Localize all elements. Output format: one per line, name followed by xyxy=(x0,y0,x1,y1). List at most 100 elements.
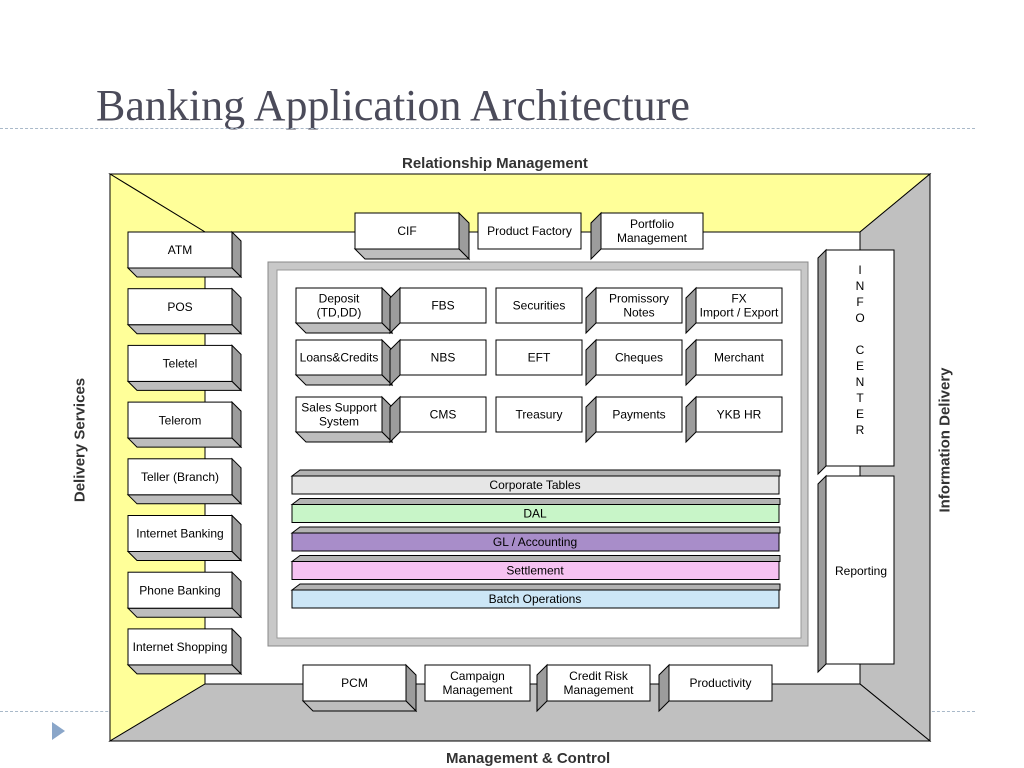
core-ykb-hr[interactable]: YKB HR xyxy=(685,395,783,444)
layer-corporate-tables-label: Corporate Tables xyxy=(489,478,580,492)
mgmt-pcm[interactable]: PCM xyxy=(301,663,418,713)
core-treasury-label: Treasury xyxy=(516,408,563,422)
core-nbs[interactable]: NBS xyxy=(389,338,487,387)
core-sales-support-label: System xyxy=(319,415,359,429)
core-cheques[interactable]: Cheques xyxy=(585,338,683,387)
core-securities-face xyxy=(495,287,583,324)
core-fbs-face xyxy=(399,287,487,324)
core-sales-support-bottom xyxy=(294,431,394,443)
layer-settlement-face xyxy=(291,561,780,580)
channel-internet-banking[interactable]: Internet Banking xyxy=(126,514,243,562)
layer-dal[interactable]: DAL xyxy=(290,498,781,523)
core-deposit-label: Deposit xyxy=(319,292,360,306)
core-loans-credits-face xyxy=(295,339,383,376)
core-securities-label: Securities xyxy=(513,299,566,313)
layer-settlement-label: Settlement xyxy=(506,564,564,578)
channel-phone-banking[interactable]: Phone Banking xyxy=(126,570,243,619)
channel-pos-face xyxy=(127,288,233,326)
core-deposit-bottom xyxy=(294,322,394,334)
core-deposit-label: (TD,DD) xyxy=(317,306,362,320)
core-promissory-notes-face xyxy=(595,287,683,324)
layer-batch-operations-face xyxy=(291,589,780,609)
slide-nav-arrow-icon[interactable] xyxy=(52,722,65,740)
mgmt-productivity-label: Productivity xyxy=(689,676,751,690)
mgmt-credit-risk-management-label: Management xyxy=(563,683,634,697)
channel-internet-banking-bottom xyxy=(126,551,243,561)
channel-teletel[interactable]: Teletel xyxy=(126,344,243,392)
channel-internet-shopping[interactable]: Internet Shopping xyxy=(126,627,243,676)
core-promissory-notes-label: Promissory xyxy=(609,292,669,306)
core-merchant[interactable]: Merchant xyxy=(685,338,783,387)
layer-gl-accounting-top xyxy=(290,526,781,534)
core-promissory-notes-label: Notes xyxy=(623,306,654,320)
rel-product-factory[interactable]: Product Factory xyxy=(477,212,582,250)
info-center-letter: R xyxy=(856,423,865,437)
channel-internet-shopping-face xyxy=(127,628,233,666)
rel-cif[interactable]: CIF xyxy=(353,211,471,261)
core-merchant-face xyxy=(695,339,783,376)
channel-atm-label: ATM xyxy=(168,243,192,257)
rel-portfolio-management-label: Management xyxy=(617,231,688,245)
layer-batch-operations-top xyxy=(290,583,781,591)
core-payments[interactable]: Payments xyxy=(585,395,683,444)
channel-telerom[interactable]: Telerom xyxy=(126,400,243,449)
layer-settlement[interactable]: Settlement xyxy=(290,555,781,580)
core-cms[interactable]: CMS xyxy=(389,395,487,444)
channel-telerom-face xyxy=(127,401,233,439)
channel-pos-label: POS xyxy=(167,300,192,314)
rel-product-factory-label: Product Factory xyxy=(487,224,572,238)
layer-corporate-tables[interactable]: Corporate Tables xyxy=(290,469,781,495)
info-center-letter: I xyxy=(858,263,861,277)
core-loans-credits[interactable]: Loans&Credits xyxy=(294,338,394,387)
reporting-label: Reporting xyxy=(835,564,887,578)
channel-telerom-bottom xyxy=(126,437,243,448)
channel-pos[interactable]: POS xyxy=(126,287,243,335)
info-center-side xyxy=(817,248,827,476)
channel-teller-branch-label: Teller (Branch) xyxy=(141,470,219,484)
channel-atm-bottom xyxy=(126,267,243,278)
core-merchant-label: Merchant xyxy=(714,351,765,365)
mgmt-productivity[interactable]: Productivity xyxy=(658,663,773,713)
channel-internet-shopping-label: Internet Shopping xyxy=(133,640,228,654)
mgmt-credit-risk-management-face xyxy=(546,664,651,702)
core-fx-label: FX xyxy=(731,292,746,306)
core-treasury-face xyxy=(495,396,583,433)
channel-teller-branch[interactable]: Teller (Branch) xyxy=(126,457,243,506)
layer-batch-operations[interactable]: Batch Operations xyxy=(290,583,781,609)
core-treasury[interactable]: Treasury xyxy=(495,396,583,433)
info-center-letter: O xyxy=(855,311,864,325)
core-securities[interactable]: Securities xyxy=(495,287,583,324)
mgmt-pcm-bottom xyxy=(301,700,418,712)
reporting-box xyxy=(825,475,895,665)
mgmt-campaign-management-label: Management xyxy=(442,683,513,697)
rel-portfolio-management-face xyxy=(600,212,704,250)
channel-teletel-label: Teletel xyxy=(163,357,198,371)
title-divider xyxy=(0,128,975,129)
core-loans-credits-bottom xyxy=(294,374,394,386)
mgmt-credit-risk-management-label: Credit Risk xyxy=(569,669,629,683)
core-fbs-label: FBS xyxy=(431,299,454,313)
core-eft[interactable]: EFT xyxy=(495,339,583,376)
core-deposit[interactable]: Deposit(TD,DD) xyxy=(294,286,394,335)
layer-settlement-top xyxy=(290,555,781,562)
channel-atm[interactable]: ATM xyxy=(126,230,243,279)
channel-phone-banking-face xyxy=(127,571,233,609)
channel-atm-face xyxy=(127,231,233,269)
page-title: Banking Application Architecture xyxy=(96,81,690,130)
info-center-letter: N xyxy=(856,279,865,293)
channel-telerom-label: Telerom xyxy=(159,413,202,427)
layer-gl-accounting[interactable]: GL / Accounting xyxy=(290,526,781,552)
rel-cif-label: CIF xyxy=(397,224,416,238)
core-fbs[interactable]: FBS xyxy=(389,286,487,335)
layer-batch-operations-label: Batch Operations xyxy=(489,592,582,606)
info-center-letter: E xyxy=(856,359,864,373)
channel-phone-banking-bottom xyxy=(126,607,243,618)
core-eft-face xyxy=(495,339,583,376)
